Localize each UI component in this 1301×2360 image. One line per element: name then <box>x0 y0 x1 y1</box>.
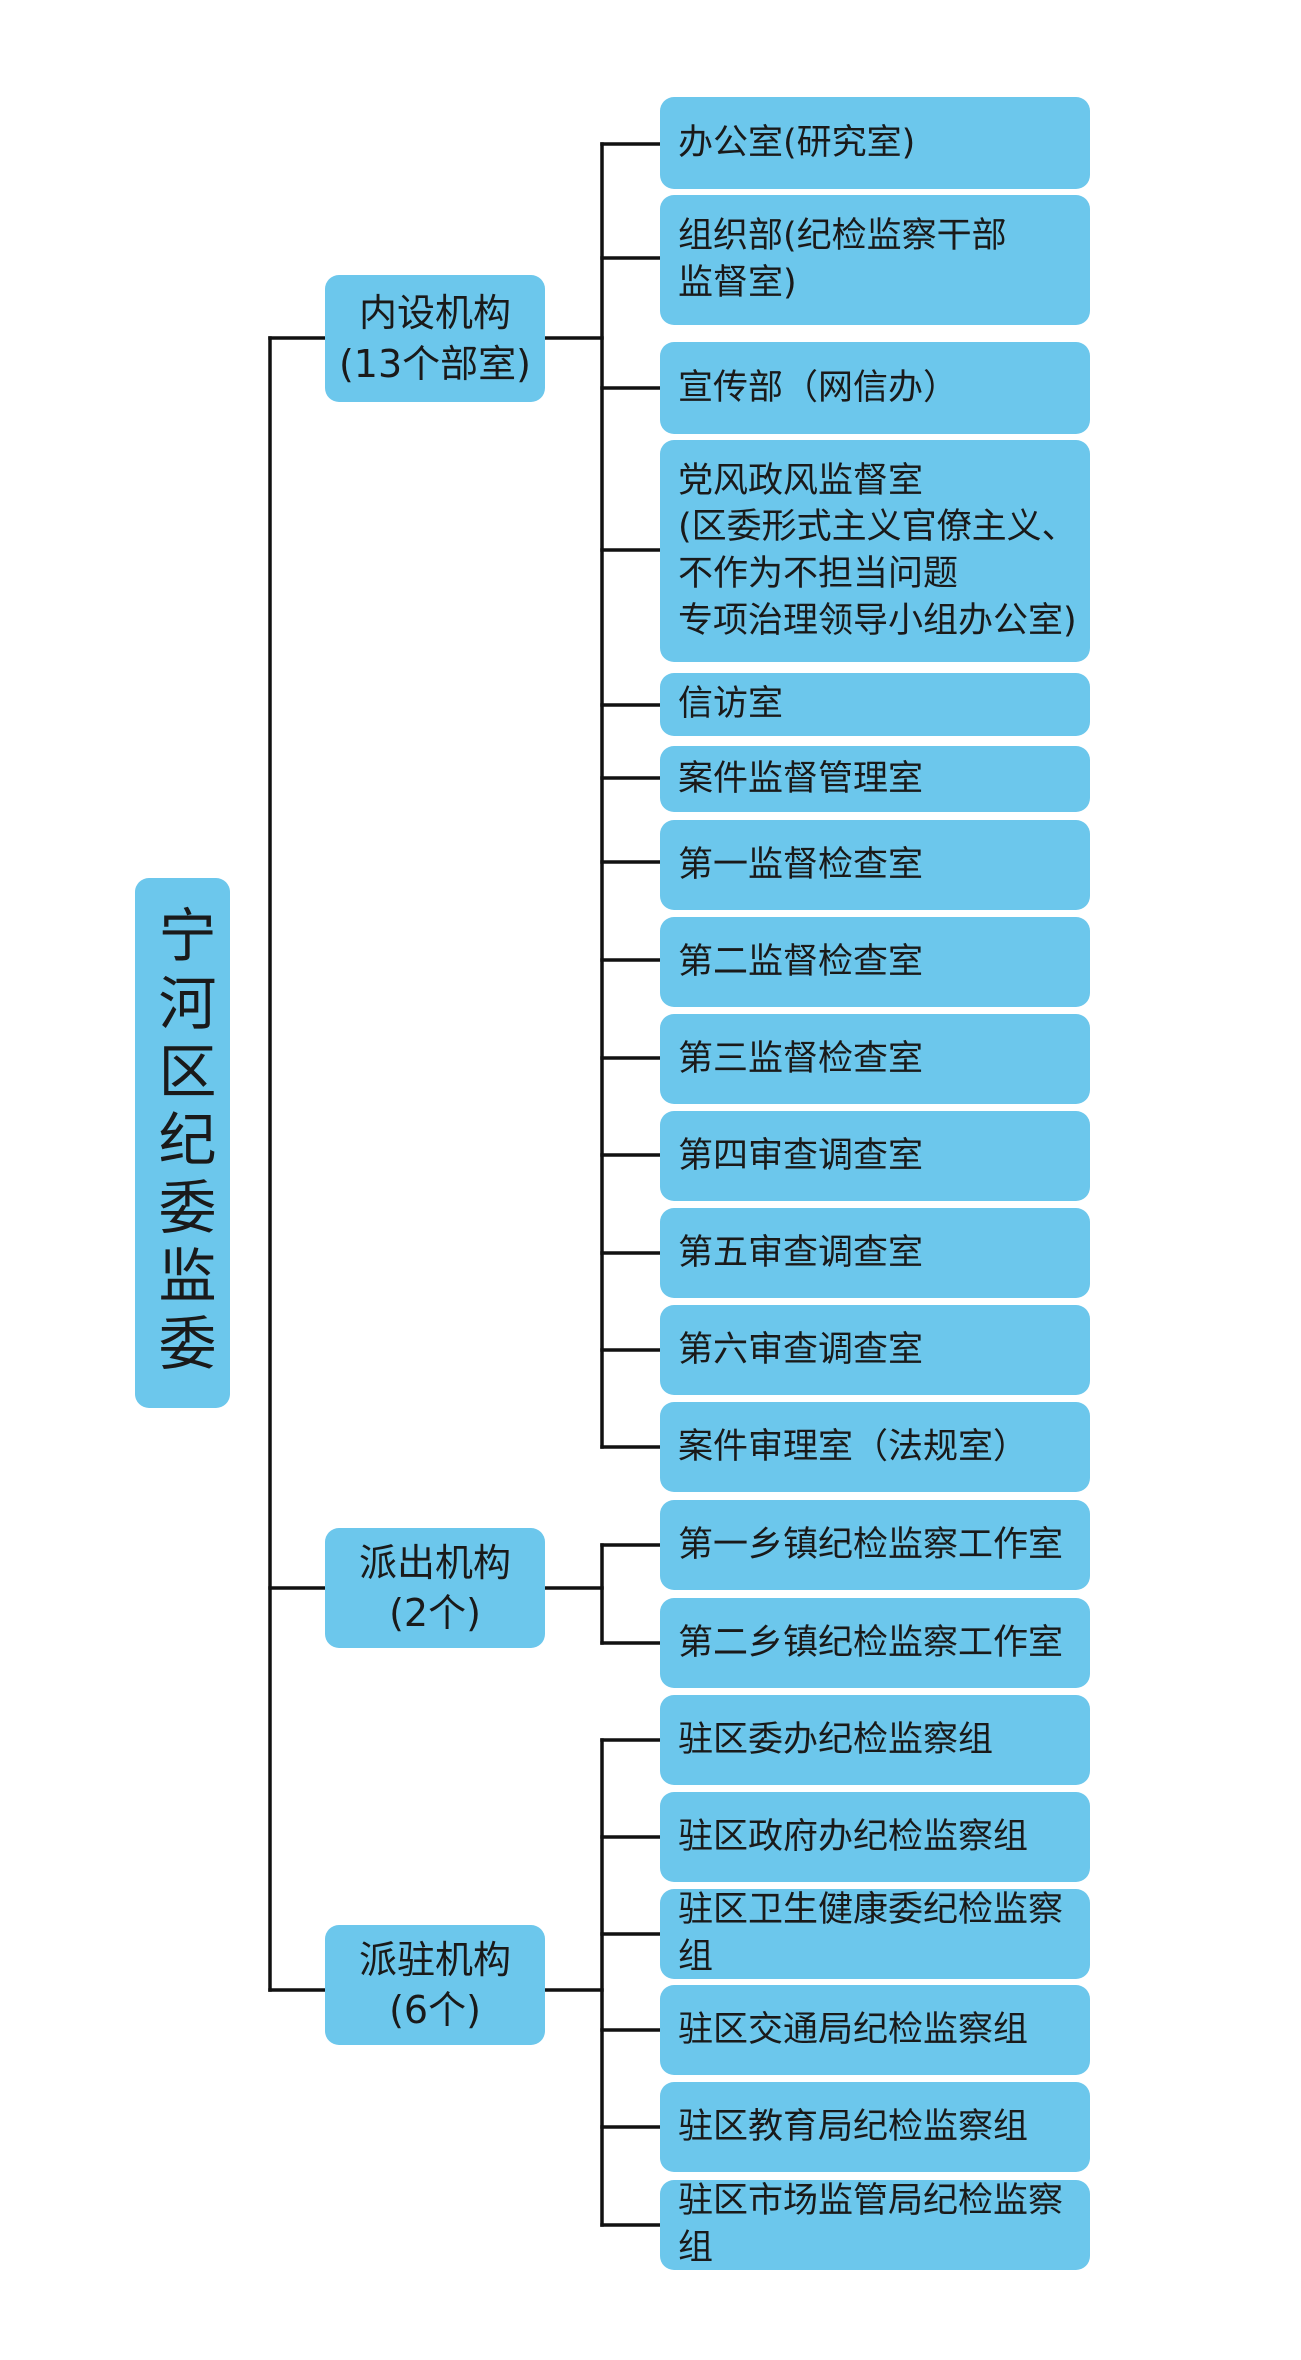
leaf-label: 案件审理室（法规室） <box>678 1426 1029 1467</box>
leaf-label: 驻区委办纪检监察组 <box>678 1719 994 1760</box>
leaf-node: 第六审查调查室 <box>660 1305 1090 1395</box>
leaf-node: 第四审查调查室 <box>660 1111 1090 1201</box>
leaf-node: 党风政风监督室 (区委形式主义官僚主义、 不作为不担当问题 专项治理领导小组办公… <box>660 440 1090 662</box>
group-label: 内设机构 (13个部室) <box>338 291 531 386</box>
leaf-label: 第五审查调查室 <box>678 1232 924 1273</box>
group-label: 派出机构 (2个) <box>358 1540 511 1635</box>
leaf-node: 案件监督管理室 <box>660 746 1090 812</box>
leaf-node: 第一乡镇纪检监察工作室 <box>660 1500 1090 1590</box>
group-node-stationed: 派驻机构 (6个) <box>325 1925 545 2045</box>
leaf-label: 第一监督检查室 <box>678 844 924 885</box>
root-label: 宁河区纪委监委 <box>148 905 217 1381</box>
leaf-node: 驻区教育局纪检监察组 <box>660 2082 1090 2172</box>
leaf-node: 宣传部（网信办） <box>660 342 1090 434</box>
leaf-label: 第一乡镇纪检监察工作室 <box>678 1524 1064 1565</box>
root-node: 宁河区纪委监委 <box>135 878 230 1408</box>
leaf-label: 驻区卫生健康委纪检监察组 <box>678 1890 1064 1977</box>
group-label: 派驻机构 (6个) <box>358 1937 511 2032</box>
leaf-label: 信访室 <box>678 684 784 725</box>
leaf-label: 第二监督检查室 <box>678 941 924 982</box>
leaf-node: 案件审理室（法规室） <box>660 1402 1090 1492</box>
leaf-label: 办公室(研究室) <box>678 122 916 163</box>
leaf-node: 第一监督检查室 <box>660 820 1090 910</box>
leaf-node: 驻区市场监管局纪检监察组 <box>660 2180 1090 2270</box>
leaf-label: 驻区市场监管局纪检监察组 <box>678 2181 1064 2268</box>
leaf-node: 驻区政府办纪检监察组 <box>660 1792 1090 1882</box>
leaf-label: 第二乡镇纪检监察工作室 <box>678 1622 1064 1663</box>
leaf-label: 宣传部（网信办） <box>678 367 959 408</box>
group-node-dispatched: 派出机构 (2个) <box>325 1528 545 1648</box>
leaf-label: 第四审查调查室 <box>678 1135 924 1176</box>
leaf-label: 组织部(纪检监察干部 监督室) <box>678 216 1007 303</box>
leaf-label: 第六审查调查室 <box>678 1329 924 1370</box>
leaf-label: 党风政风监督室 (区委形式主义官僚主义、 不作为不担当问题 专项治理领导小组办公… <box>678 460 1077 641</box>
leaf-label: 驻区教育局纪检监察组 <box>678 2106 1029 2147</box>
leaf-label: 驻区交通局纪检监察组 <box>678 2009 1029 2050</box>
leaf-node: 第二乡镇纪检监察工作室 <box>660 1598 1090 1688</box>
leaf-node: 驻区委办纪检监察组 <box>660 1695 1090 1785</box>
leaf-node: 组织部(纪检监察干部 监督室) <box>660 195 1090 325</box>
leaf-label: 案件监督管理室 <box>678 758 924 799</box>
leaf-node: 信访室 <box>660 673 1090 736</box>
leaf-label: 驻区政府办纪检监察组 <box>678 1816 1029 1857</box>
group-node-internal: 内设机构 (13个部室) <box>325 275 545 402</box>
leaf-node: 驻区交通局纪检监察组 <box>660 1985 1090 2075</box>
leaf-node: 办公室(研究室) <box>660 97 1090 189</box>
leaf-node: 第二监督检查室 <box>660 917 1090 1007</box>
leaf-node: 驻区卫生健康委纪检监察组 <box>660 1889 1090 1979</box>
leaf-node: 第三监督检查室 <box>660 1014 1090 1104</box>
leaf-node: 第五审查调查室 <box>660 1208 1090 1298</box>
leaf-label: 第三监督检查室 <box>678 1038 924 1079</box>
